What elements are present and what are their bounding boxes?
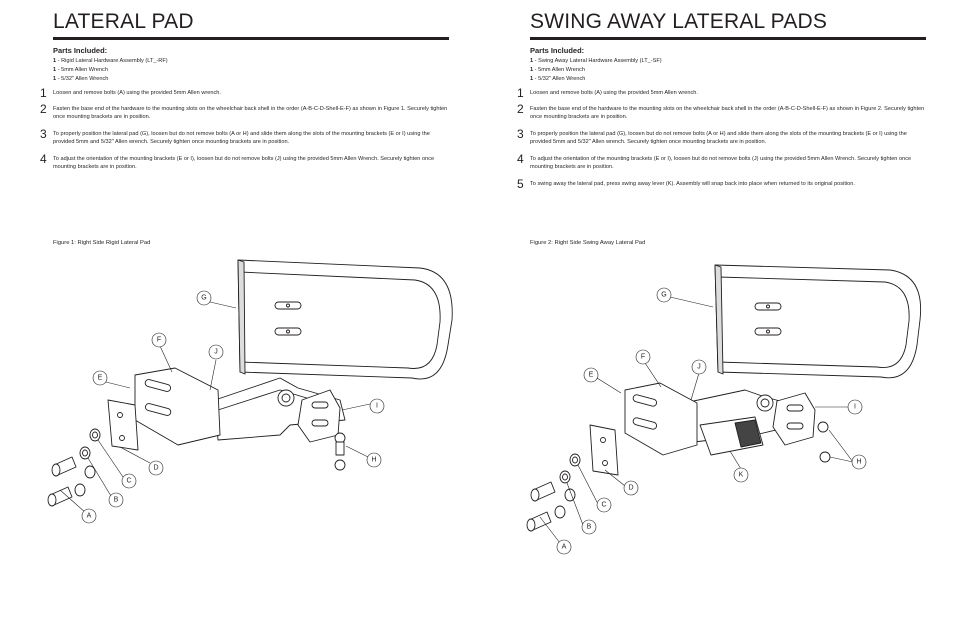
label-e: E — [98, 375, 103, 382]
step-text: Loosen and remove bolts (A) using the pr… — [530, 90, 698, 96]
steps-list: 1 Loosen and remove bolts (A) using the p… — [40, 86, 450, 180]
label-a: A — [87, 513, 92, 520]
parts-item: 1 - Swing Away Lateral Hardware Assembly… — [530, 58, 662, 64]
title-rule — [53, 37, 449, 40]
step: 3 To properly position the lateral pad (G… — [40, 127, 450, 147]
label-j: J — [214, 349, 218, 356]
step-text: To swing away the lateral pad, press swi… — [530, 180, 855, 187]
step-number: 2 — [40, 101, 47, 116]
parts-list: 1 - Rigid Lateral Hardware Assembly (LT_… — [53, 57, 168, 84]
step-number: 2 — [517, 101, 524, 116]
step: 4 To adjust the orientation of the mounti… — [40, 152, 450, 172]
lateral-pad-g — [714, 264, 922, 379]
figure-caption: Figure 2: Right Side Swing Away Lateral … — [530, 240, 646, 246]
page-title: SWING AWAY LATERAL PADS — [530, 10, 828, 33]
step-number: 4 — [517, 151, 524, 166]
title-rule — [530, 37, 926, 40]
step-number: 3 — [517, 126, 524, 141]
label-h: H — [856, 459, 861, 466]
label-h: H — [371, 457, 376, 464]
step: 4 To adjust the orientation of the mounti… — [517, 152, 927, 172]
label-d: D — [628, 485, 633, 492]
parts-item: 1 - 5/32" Allen Wrench — [530, 76, 586, 82]
label-b: B — [114, 497, 119, 504]
parts-list: 1 - Swing Away Lateral Hardware Assembly… — [530, 57, 662, 84]
label-d: D — [153, 465, 158, 472]
lateral-pad-g — [237, 259, 453, 380]
label-f: F — [641, 354, 645, 361]
step-text: Fasten the base end of the hardware to t… — [53, 105, 448, 121]
label-k: K — [739, 472, 744, 479]
step-text: To adjust the orientation of the mountin… — [53, 155, 435, 171]
label-g: G — [661, 292, 666, 299]
step-text: Loosen and remove bolts (A) using the pr… — [53, 90, 221, 96]
step-text: To adjust the orientation of the mountin… — [530, 155, 912, 171]
parts-item: 1 - 5mm Allen Wrench — [53, 67, 108, 73]
parts-item: 1 - 5/32" Allen Wrench — [53, 76, 109, 82]
label-c: C — [601, 502, 606, 509]
figure-swing-away-lateral-pad: G F J E I H K D C B A — [526, 264, 922, 555]
label-j: J — [697, 364, 701, 371]
step-number: 1 — [40, 86, 47, 100]
parts-heading: Parts Included: — [53, 46, 108, 55]
label-g: G — [201, 295, 206, 302]
step-number: 4 — [40, 151, 47, 166]
step-number: 5 — [517, 176, 524, 191]
label-i: I — [854, 404, 856, 411]
label-b: B — [587, 524, 592, 531]
step: 2 Fasten the base end of the hardware to … — [517, 102, 927, 122]
figure-rigid-lateral-pad: G F J E I H D C B A — [47, 259, 453, 524]
label-e: E — [589, 372, 594, 379]
label-a: A — [562, 544, 567, 551]
step-number: 1 — [517, 86, 524, 100]
step-text: Fasten the base end of the hardware to t… — [530, 105, 925, 121]
label-c: C — [126, 478, 131, 485]
parts-item: 1 - 5mm Allen Wrench — [530, 67, 585, 73]
step-number: 3 — [40, 126, 47, 141]
steps-list: 1 Loosen and remove bolts (A) using the p… — [517, 86, 927, 196]
parts-heading: Parts Included: — [530, 46, 585, 55]
step-text: To properly position the lateral pad (G)… — [53, 130, 430, 146]
step: 3 To properly position the lateral pad (G… — [517, 127, 927, 147]
step-text: To properly position the lateral pad (G)… — [530, 130, 907, 146]
step: 1 Loosen and remove bolts (A) using the p… — [40, 86, 450, 100]
step: 5 To swing away the lateral pad, press sw… — [517, 177, 927, 191]
label-i: I — [376, 403, 378, 410]
page-title: LATERAL PAD — [53, 10, 194, 33]
step: 2 Fasten the base end of the hardware to … — [40, 102, 450, 122]
parts-item: 1 - Rigid Lateral Hardware Assembly (LT_… — [53, 58, 168, 64]
figure-caption: Figure 1: Right Side Rigid Lateral Pad — [53, 240, 151, 246]
label-f: F — [157, 337, 161, 344]
step: 1 Loosen and remove bolts (A) using the p… — [517, 86, 927, 100]
